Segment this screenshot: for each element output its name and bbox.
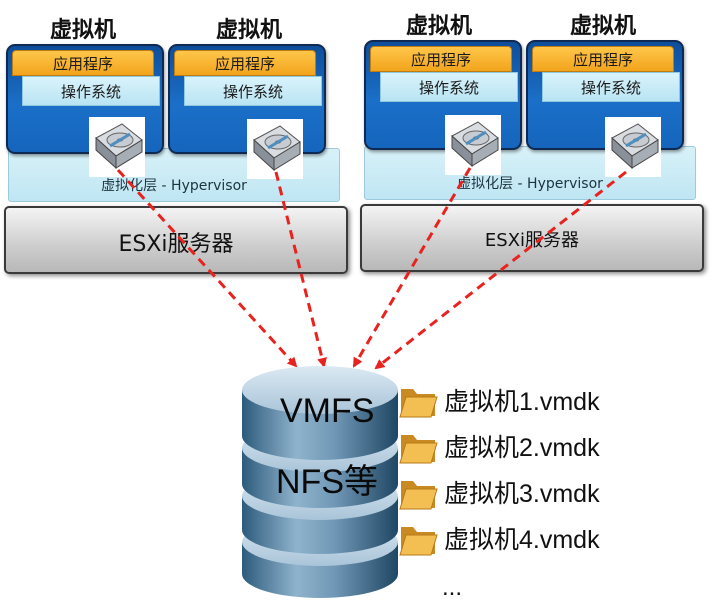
arrow-disk2-to-datastore [274, 171, 327, 368]
datastore-line-2: NFS等 [276, 463, 378, 501]
os-bar: 操作系统 [380, 72, 518, 102]
folder-icon [399, 389, 438, 418]
vm-title: 虚拟机 [405, 14, 472, 39]
arrow-disk4-to-datastore [374, 170, 627, 370]
datastore-line-1: VMFS [280, 392, 375, 430]
file-item: 虚拟机2.vmdk [398, 426, 600, 466]
hard-disk-icon [445, 115, 501, 175]
folder-icon [399, 527, 438, 556]
os-bar: 操作系统 [22, 76, 160, 106]
application-bar: 应用程序 [370, 46, 512, 72]
file-name: 虚拟机1.vmdk [444, 388, 600, 416]
esxi-server-label: ESXi服务器 [484, 230, 580, 251]
arrow-disk3-to-datastore [352, 167, 472, 368]
file-item: 虚拟机3.vmdk [398, 472, 600, 512]
vm-title: 虚拟机 [49, 18, 116, 43]
hypervisor-label: 虚拟化层 - Hypervisor [457, 176, 603, 192]
file-name: 虚拟机4.vmdk [444, 526, 600, 554]
file-name: 虚拟机3.vmdk [444, 480, 600, 508]
files-more: ... [442, 574, 463, 601]
esxi-server-box: ESXi服务器 [4, 206, 348, 274]
application-bar: 应用程序 [532, 46, 674, 72]
vm-title: 虚拟机 [569, 14, 636, 39]
file-item: 虚拟机4.vmdk [398, 518, 600, 558]
os-bar: 操作系统 [184, 76, 322, 106]
hard-disk-icon [89, 117, 145, 177]
database-cylinder-icon [242, 366, 398, 598]
virtual-machine: 应用程序 操作系统 [6, 44, 164, 154]
folder-icon [399, 481, 438, 510]
os-bar: 操作系统 [542, 72, 680, 102]
vm-title: 虚拟机 [215, 18, 282, 43]
hard-disk-icon [247, 119, 303, 179]
application-bar: 应用程序 [12, 50, 154, 76]
file-name: 虚拟机2.vmdk [444, 434, 600, 462]
file-item: 虚拟机1.vmdk [398, 380, 600, 420]
esxi-server-label: ESXi服务器 [118, 232, 234, 257]
folder-icon [399, 435, 438, 464]
arrow-disk1-to-datastore [116, 168, 298, 368]
hypervisor-label: 虚拟化层 - Hypervisor [101, 178, 247, 194]
hard-disk-icon [605, 117, 661, 177]
application-bar: 应用程序 [174, 50, 316, 76]
